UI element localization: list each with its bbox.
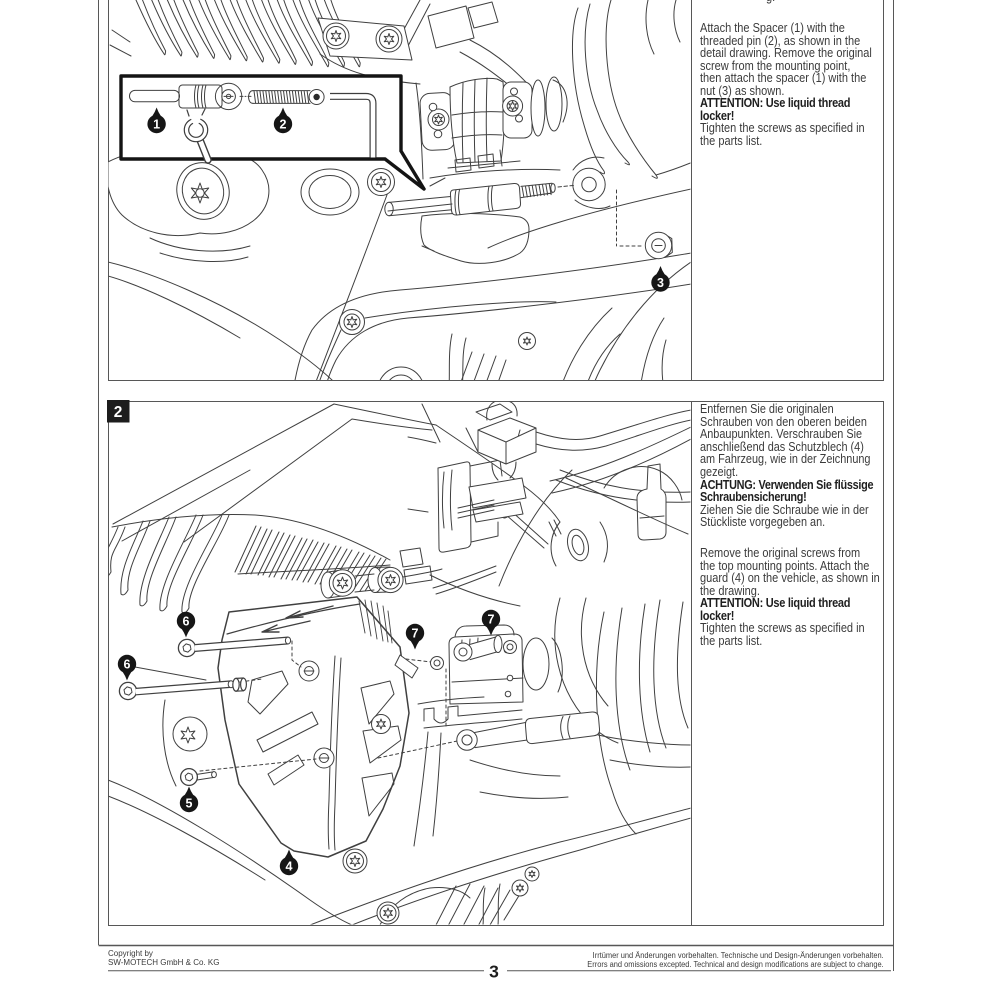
svg-text:2: 2 bbox=[114, 404, 123, 421]
svg-text:1: 1 bbox=[153, 117, 160, 131]
svg-text:6: 6 bbox=[183, 614, 190, 628]
svg-text:6: 6 bbox=[124, 657, 131, 671]
svg-text:2: 2 bbox=[280, 117, 287, 131]
svg-text:7: 7 bbox=[488, 612, 495, 626]
svg-text:3: 3 bbox=[489, 962, 499, 982]
svg-text:7: 7 bbox=[412, 626, 419, 640]
svg-text:3: 3 bbox=[657, 276, 664, 290]
svg-text:5: 5 bbox=[186, 796, 193, 810]
svg-text:4: 4 bbox=[286, 859, 293, 873]
